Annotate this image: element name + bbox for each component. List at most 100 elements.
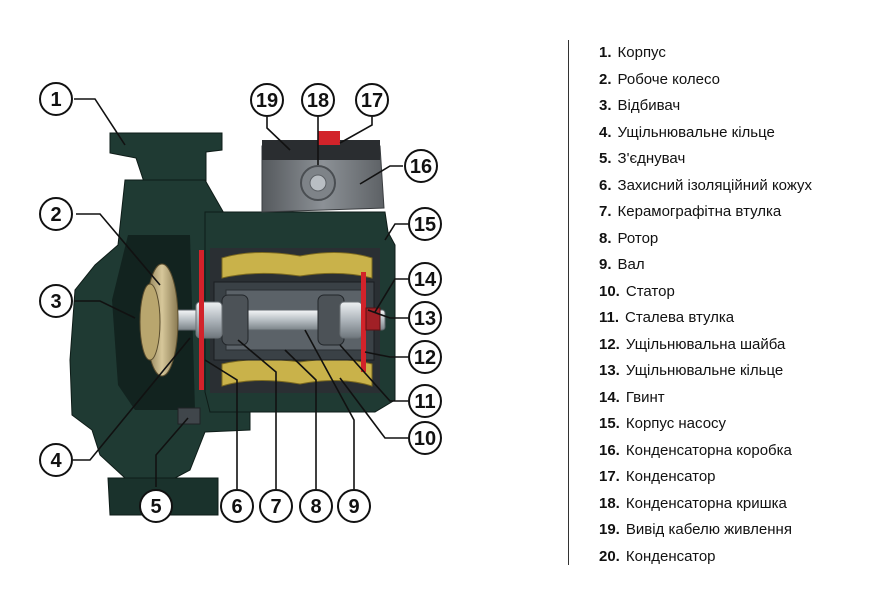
leader-19 bbox=[266, 117, 291, 151]
callout-2: 2 bbox=[39, 197, 73, 231]
legend-item-label: Сталева втулка bbox=[625, 309, 735, 326]
connector-bolt bbox=[177, 407, 201, 425]
legend-item-label: Гвинт bbox=[625, 388, 665, 406]
legend-item-number: 13. bbox=[599, 362, 620, 379]
callout-number: 7 bbox=[270, 496, 281, 518]
legend-item-label: Вивід кабелю живлення bbox=[625, 521, 792, 538]
callout-circle bbox=[250, 83, 284, 117]
legend-item: 7.Керамографітна втулка bbox=[599, 200, 781, 224]
impeller bbox=[139, 263, 201, 425]
callout-number: 13 bbox=[414, 308, 436, 330]
callout-circle bbox=[139, 489, 173, 523]
leader-12 bbox=[364, 351, 408, 358]
leader-10 bbox=[339, 377, 408, 439]
legend-item-label: Конденсаторна коробка bbox=[625, 441, 792, 459]
legend-item-number: 6. bbox=[599, 176, 612, 194]
rear-seal-ring bbox=[361, 272, 366, 372]
front-seal-ring bbox=[199, 250, 204, 390]
callout-number: 15 bbox=[414, 214, 436, 236]
legend-item: 12.Ущільнювальна шайба bbox=[599, 333, 785, 357]
callout-circle bbox=[408, 262, 442, 296]
legend-item: 17.Конденсатор bbox=[599, 465, 716, 489]
callout-circle bbox=[39, 443, 73, 477]
leader-6 bbox=[204, 359, 238, 489]
callout-18: 18 bbox=[301, 83, 335, 117]
callout-number: 1 bbox=[50, 89, 61, 111]
capacitor-red-tab bbox=[318, 131, 340, 145]
callout-circle bbox=[408, 340, 442, 374]
leader-13 bbox=[367, 309, 408, 319]
legend-item-number: 20. bbox=[599, 547, 620, 565]
callout-number: 10 bbox=[414, 428, 436, 450]
callout-15: 15 bbox=[408, 207, 442, 241]
callout-19: 19 bbox=[250, 83, 284, 117]
callout-number: 12 bbox=[414, 347, 436, 369]
legend-item: 3.Відбивач bbox=[599, 94, 680, 118]
leader-4 bbox=[73, 337, 191, 461]
callout-circle bbox=[220, 489, 254, 523]
legend-item: 2.Робоче колесо bbox=[599, 68, 720, 92]
legend-item: 4.Ущільнювальне кільце bbox=[599, 121, 775, 145]
leader-lines bbox=[73, 98, 408, 489]
leader-17 bbox=[339, 117, 373, 144]
front-bearing bbox=[221, 294, 249, 346]
legend-item-number: 10. bbox=[599, 282, 620, 300]
leader-11 bbox=[339, 344, 408, 402]
legend-item-number: 14. bbox=[599, 388, 620, 406]
callout-13: 13 bbox=[408, 301, 442, 335]
legend-item-number: 7. bbox=[599, 203, 612, 220]
legend-item: 18. Конденсаторна кришка bbox=[599, 492, 787, 516]
callout-17: 17 bbox=[355, 83, 389, 117]
callout-circle bbox=[408, 207, 442, 241]
legend-item-label: З'єднувач bbox=[617, 150, 686, 167]
leader-15 bbox=[384, 223, 408, 241]
legend-item-number: 11. bbox=[599, 309, 620, 326]
callout-16: 16 bbox=[404, 149, 438, 183]
legend-item-number: 18. bbox=[599, 494, 620, 512]
legend-item-label: Робоче колесо bbox=[617, 70, 720, 88]
legend-item: 1. Корпус bbox=[599, 41, 666, 65]
legend-item: 10. Статор bbox=[599, 280, 675, 304]
callout-7: 7 bbox=[259, 489, 293, 523]
legend-item-number: 1. bbox=[599, 44, 612, 61]
legend-item-number: 16. bbox=[599, 441, 620, 459]
callout-circle bbox=[404, 149, 438, 183]
legend-item-label: Конденсаторна кришка bbox=[625, 494, 787, 512]
stator-winding-top bbox=[221, 251, 373, 279]
callout-number: 11 bbox=[414, 391, 435, 413]
legend-item-label: Ущільнювальна шайба bbox=[625, 335, 786, 353]
legend-item: 16. Конденсаторна коробка bbox=[599, 439, 792, 463]
reflector-disc bbox=[139, 283, 161, 361]
legend-item-number: 3. bbox=[599, 97, 612, 114]
leader-9 bbox=[304, 329, 355, 489]
legend-item-number: 8. bbox=[599, 229, 612, 247]
legend-item-number: 19. bbox=[599, 521, 620, 538]
callout-number: 8 bbox=[310, 496, 321, 518]
callout-number: 14 bbox=[414, 269, 437, 291]
callout-circle bbox=[39, 82, 73, 116]
callout-circle bbox=[259, 489, 293, 523]
callout-circle bbox=[301, 83, 335, 117]
callout-9: 9 bbox=[337, 489, 371, 523]
legend-item-label: Статор bbox=[625, 282, 675, 300]
legend-item-number: 4. bbox=[599, 123, 612, 141]
legend-item-label: Корпус насосу bbox=[625, 415, 727, 432]
legend-item: 19. Вивід кабелю живлення bbox=[599, 518, 792, 542]
callout-5: 5 bbox=[139, 489, 173, 523]
callout-number: 18 bbox=[307, 90, 329, 112]
legend-item: 6.Захисний ізоляційний кожух bbox=[599, 174, 812, 198]
cable-gland-inner bbox=[309, 174, 327, 192]
callout-4: 4 bbox=[39, 443, 73, 477]
legend-item: 8.Ротор bbox=[599, 227, 658, 251]
legend-item: 20. Конденсатор bbox=[599, 545, 716, 569]
legend-item-label: Корпус bbox=[617, 44, 666, 61]
legend-divider bbox=[568, 40, 569, 565]
callout-number: 5 bbox=[150, 496, 161, 518]
legend-item-label: Конденсатор bbox=[625, 547, 716, 565]
legend-item-label: Конденсатор bbox=[625, 468, 716, 485]
capacitor-box-lid bbox=[262, 140, 380, 160]
callout-6: 6 bbox=[220, 489, 254, 523]
legend-item: 11. Сталева втулка bbox=[599, 306, 734, 330]
